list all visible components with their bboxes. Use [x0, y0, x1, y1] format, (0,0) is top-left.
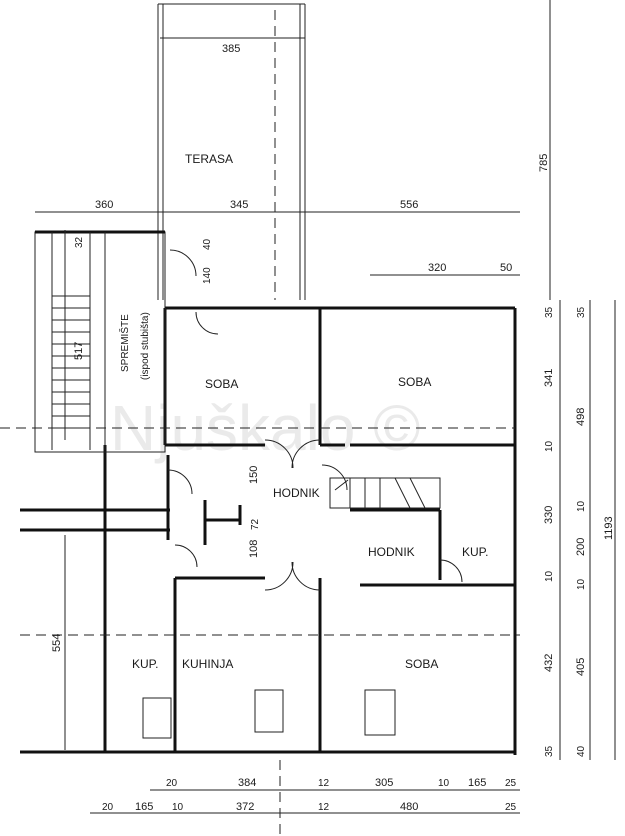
- dim-50: 50: [500, 262, 512, 274]
- dim-r341: 341: [543, 369, 555, 387]
- dim-140: 140: [202, 267, 213, 284]
- dim-b2-6: 25: [505, 802, 517, 813]
- dim-r40: 40: [576, 745, 587, 757]
- room-label-kuhinja: KUHINJA: [182, 657, 233, 671]
- room-label-soba-right: SOBA: [398, 375, 431, 389]
- dim-320: 320: [428, 262, 446, 274]
- dim-r405: 405: [575, 658, 587, 676]
- terrace: [157, 3, 306, 300]
- room-label-kup-right: KUP.: [462, 545, 488, 559]
- dim-150: 150: [248, 466, 260, 484]
- room-label-soba-bottom: SOBA: [405, 657, 438, 671]
- dim-b2-4: 12: [318, 802, 330, 813]
- dim-b1-6: 25: [505, 778, 517, 789]
- dim-r330: 330: [543, 506, 555, 524]
- dim-r35b: 35: [576, 306, 587, 318]
- dim-r498: 498: [575, 408, 587, 426]
- dim-r1193: 1193: [603, 516, 615, 540]
- dim-r10c: 10: [544, 570, 555, 582]
- dim-108: 108: [248, 540, 260, 558]
- dim-r200: 200: [575, 538, 587, 556]
- dim-b1-3: 305: [375, 777, 393, 789]
- dim-b2-0: 20: [102, 802, 114, 813]
- dim-r432: 432: [543, 654, 555, 672]
- dim-32: 32: [74, 236, 85, 248]
- dim-r10a: 10: [544, 440, 555, 452]
- dim-b2-3: 372: [236, 801, 254, 813]
- dim-r10b: 10: [576, 500, 587, 512]
- dim-b1-2: 12: [318, 778, 330, 789]
- dim-r10d: 10: [576, 578, 587, 590]
- dim-r35c: 35: [544, 745, 555, 757]
- room-label-hodnik-right: HODNIK: [368, 545, 415, 559]
- room-labels: TERASA SPREMIŠTE (ispod stubišta) SOBA S…: [118, 152, 488, 671]
- inner-stairs: [329, 477, 441, 509]
- dim-terasa-height: 785: [538, 154, 550, 172]
- dim-b2-1: 165: [135, 801, 153, 813]
- dimension-labels: 385 785 360 345 556 320 50 32 40 140 517…: [51, 43, 615, 813]
- dimension-lines: [35, 0, 616, 814]
- dim-top-left: 360: [95, 199, 113, 211]
- room-label-hodnik-center: HODNIK: [273, 486, 320, 500]
- dim-terasa-width: 385: [222, 43, 240, 55]
- dim-40: 40: [202, 238, 213, 250]
- room-label-spremiste-note: (ispod stubišta): [140, 312, 151, 380]
- dim-b1-1: 384: [238, 777, 256, 789]
- dim-top-right: 556: [400, 199, 418, 211]
- dim-517: 517: [73, 342, 85, 360]
- fixtures: [142, 689, 396, 739]
- dim-b2-5: 480: [400, 801, 418, 813]
- door-arcs: [167, 249, 463, 591]
- dim-554: 554: [51, 634, 63, 652]
- room-label-kup-left: KUP.: [132, 657, 158, 671]
- room-label-spremiste: SPREMIŠTE: [118, 314, 131, 372]
- dim-r35a: 35: [544, 306, 555, 318]
- room-label-soba-left: SOBA: [205, 377, 238, 391]
- dim-top-mid: 345: [230, 199, 248, 211]
- dim-b2-2: 10: [172, 802, 184, 813]
- dim-b1-0: 20: [166, 778, 178, 789]
- room-label-terasa: TERASA: [185, 152, 233, 166]
- dashed-overlay: [0, 427, 520, 836]
- dim-72: 72: [250, 518, 261, 530]
- interior-walls: [165, 308, 515, 752]
- staircase: [34, 230, 166, 453]
- dim-b1-4: 10: [438, 778, 450, 789]
- dim-b1-5: 165: [468, 777, 486, 789]
